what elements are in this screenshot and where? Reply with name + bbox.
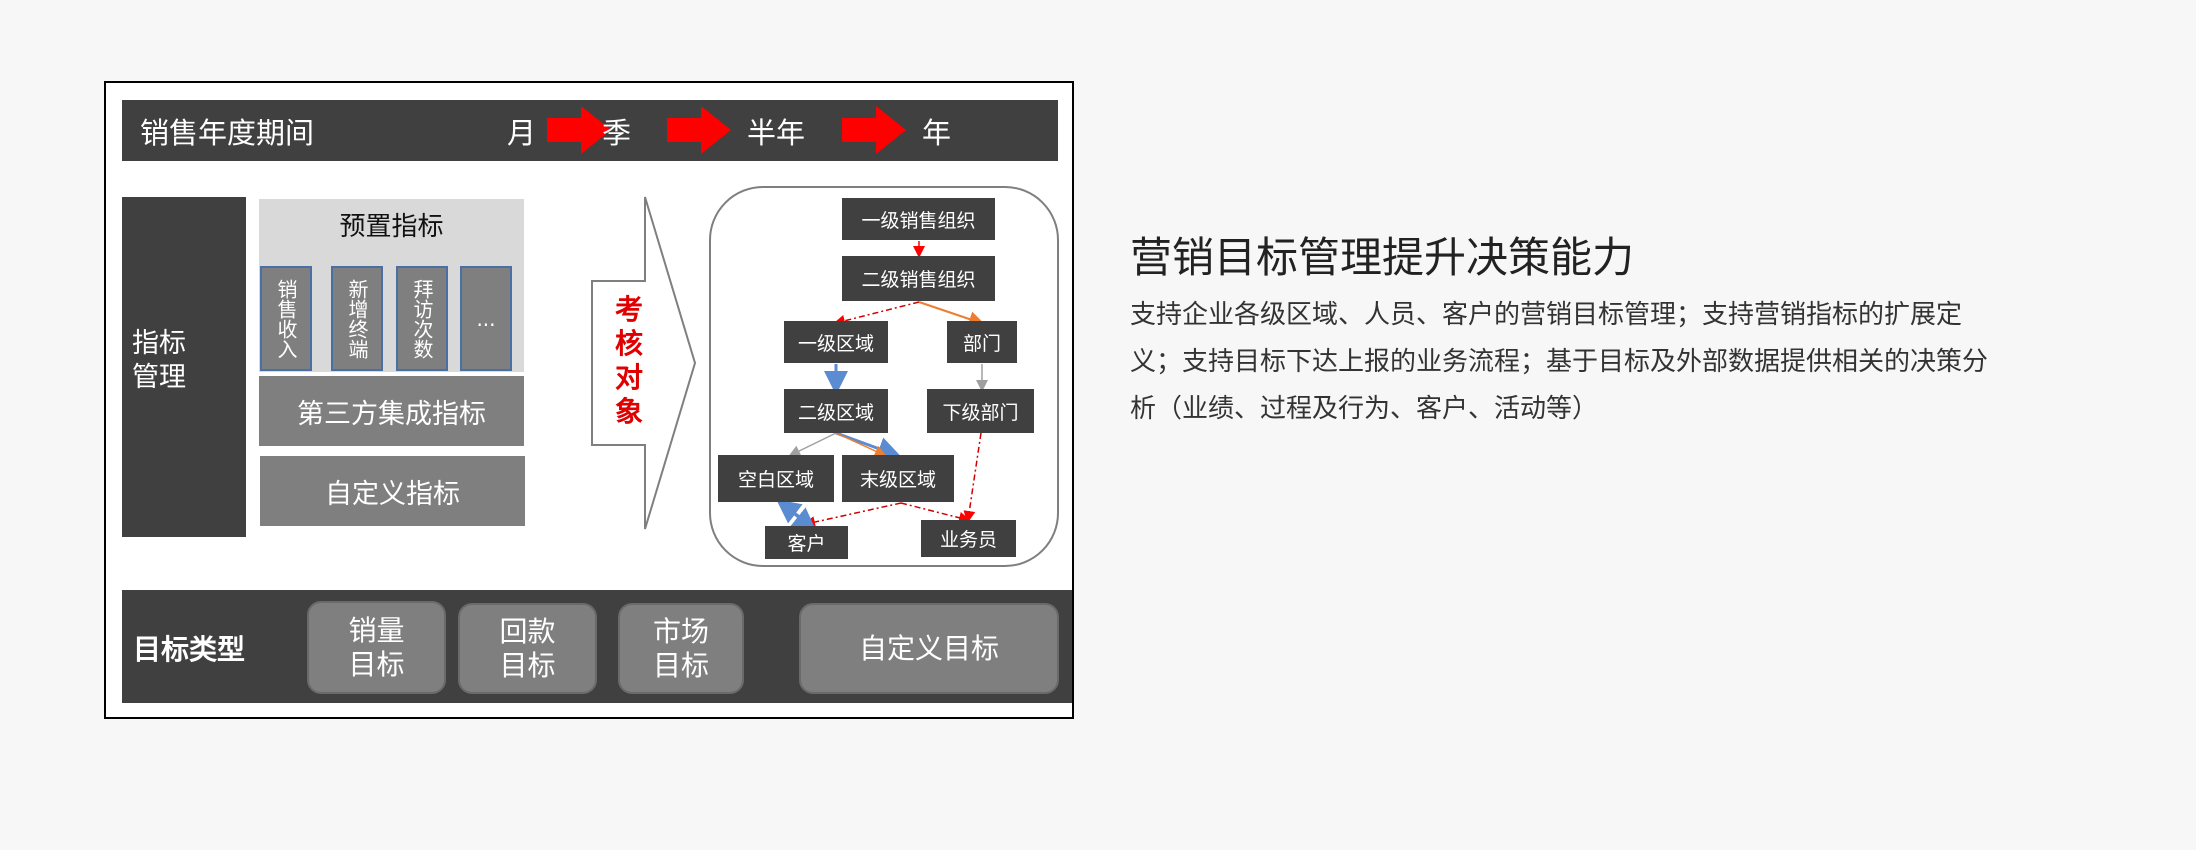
- preset-item-new-terminal: 新增终端: [331, 266, 383, 371]
- org-tree-connectors: [776, 241, 988, 532]
- node-last-region: 末级区域: [842, 455, 954, 502]
- node-department: 部门: [947, 321, 1017, 363]
- assess-target-arrow: [591, 196, 697, 530]
- goal-types-label: 目标类型: [133, 633, 246, 666]
- goal-payment: 回款 目标: [458, 603, 597, 694]
- custom-indicators: 自定义指标: [260, 456, 525, 526]
- arrow-icon: [667, 106, 731, 154]
- org-tree-panel: [709, 186, 1059, 567]
- node-salesperson: 业务员: [921, 520, 1016, 557]
- period-step-month: 月: [507, 116, 537, 150]
- node-level2-org: 二级销售组织: [842, 256, 995, 301]
- summary-description: 支持企业各级区域、人员、客户的营销目标管理；支持营销指标的扩展定 义；支持目标下…: [1130, 292, 2150, 433]
- period-bar: 销售年度期间 月 季 半年 年: [122, 100, 1058, 161]
- preset-indicators: 预置指标 销售收入 新增终端 拜访次数 ...: [259, 199, 524, 372]
- indicator-mgmt-text: 指标 管理: [132, 328, 186, 393]
- node-customer: 客户: [765, 526, 848, 559]
- goal-types-bar: 目标类型 销量 目标 回款 目标 市场 目标 自定义目标: [122, 590, 1072, 703]
- summary-line: 义；支持目标下达上报的业务流程；基于目标及外部数据提供相关的决策分: [1130, 347, 1989, 377]
- node-blank-region: 空白区域: [718, 455, 834, 502]
- arrow-icon: [842, 106, 906, 154]
- preset-item-more: ...: [460, 266, 512, 371]
- indicator-mgmt-label: 指标 管理: [122, 197, 246, 537]
- assess-target-label: 考核对象: [614, 293, 643, 428]
- preset-item-visits: 拜访次数: [396, 266, 448, 371]
- goal-custom: 自定义目标: [799, 603, 1059, 694]
- period-label: 销售年度期间: [140, 116, 315, 150]
- preset-item-sales-revenue: 销售收入: [260, 266, 312, 371]
- period-step-quarter: 季: [602, 116, 632, 150]
- node-level2-region: 二级区域: [784, 389, 888, 433]
- arrow-icon: [547, 106, 611, 154]
- goal-market: 市场 目标: [618, 603, 744, 694]
- period-step-year: 年: [922, 116, 952, 150]
- period-step-half-year: 半年: [747, 116, 806, 150]
- preset-title: 预置指标: [339, 212, 444, 242]
- third-party-indicators: 第三方集成指标: [259, 376, 524, 446]
- summary-line: 支持企业各级区域、人员、客户的营销目标管理；支持营销指标的扩展定: [1130, 300, 1963, 330]
- node-level1-region: 一级区域: [784, 321, 888, 363]
- summary-title: 营销目标管理提升决策能力: [1130, 233, 1635, 282]
- node-sub-department: 下级部门: [927, 389, 1034, 433]
- goal-sales-volume: 销量 目标: [307, 601, 446, 694]
- summary-line: 析（业绩、过程及行为、客户、活动等）: [1130, 394, 1599, 424]
- node-level1-org: 一级销售组织: [842, 198, 995, 240]
- diagram-frame: 销售年度期间 月 季 半年 年 指标 管理 预置指标 销售收入 新增终端 拜访次…: [104, 81, 1074, 719]
